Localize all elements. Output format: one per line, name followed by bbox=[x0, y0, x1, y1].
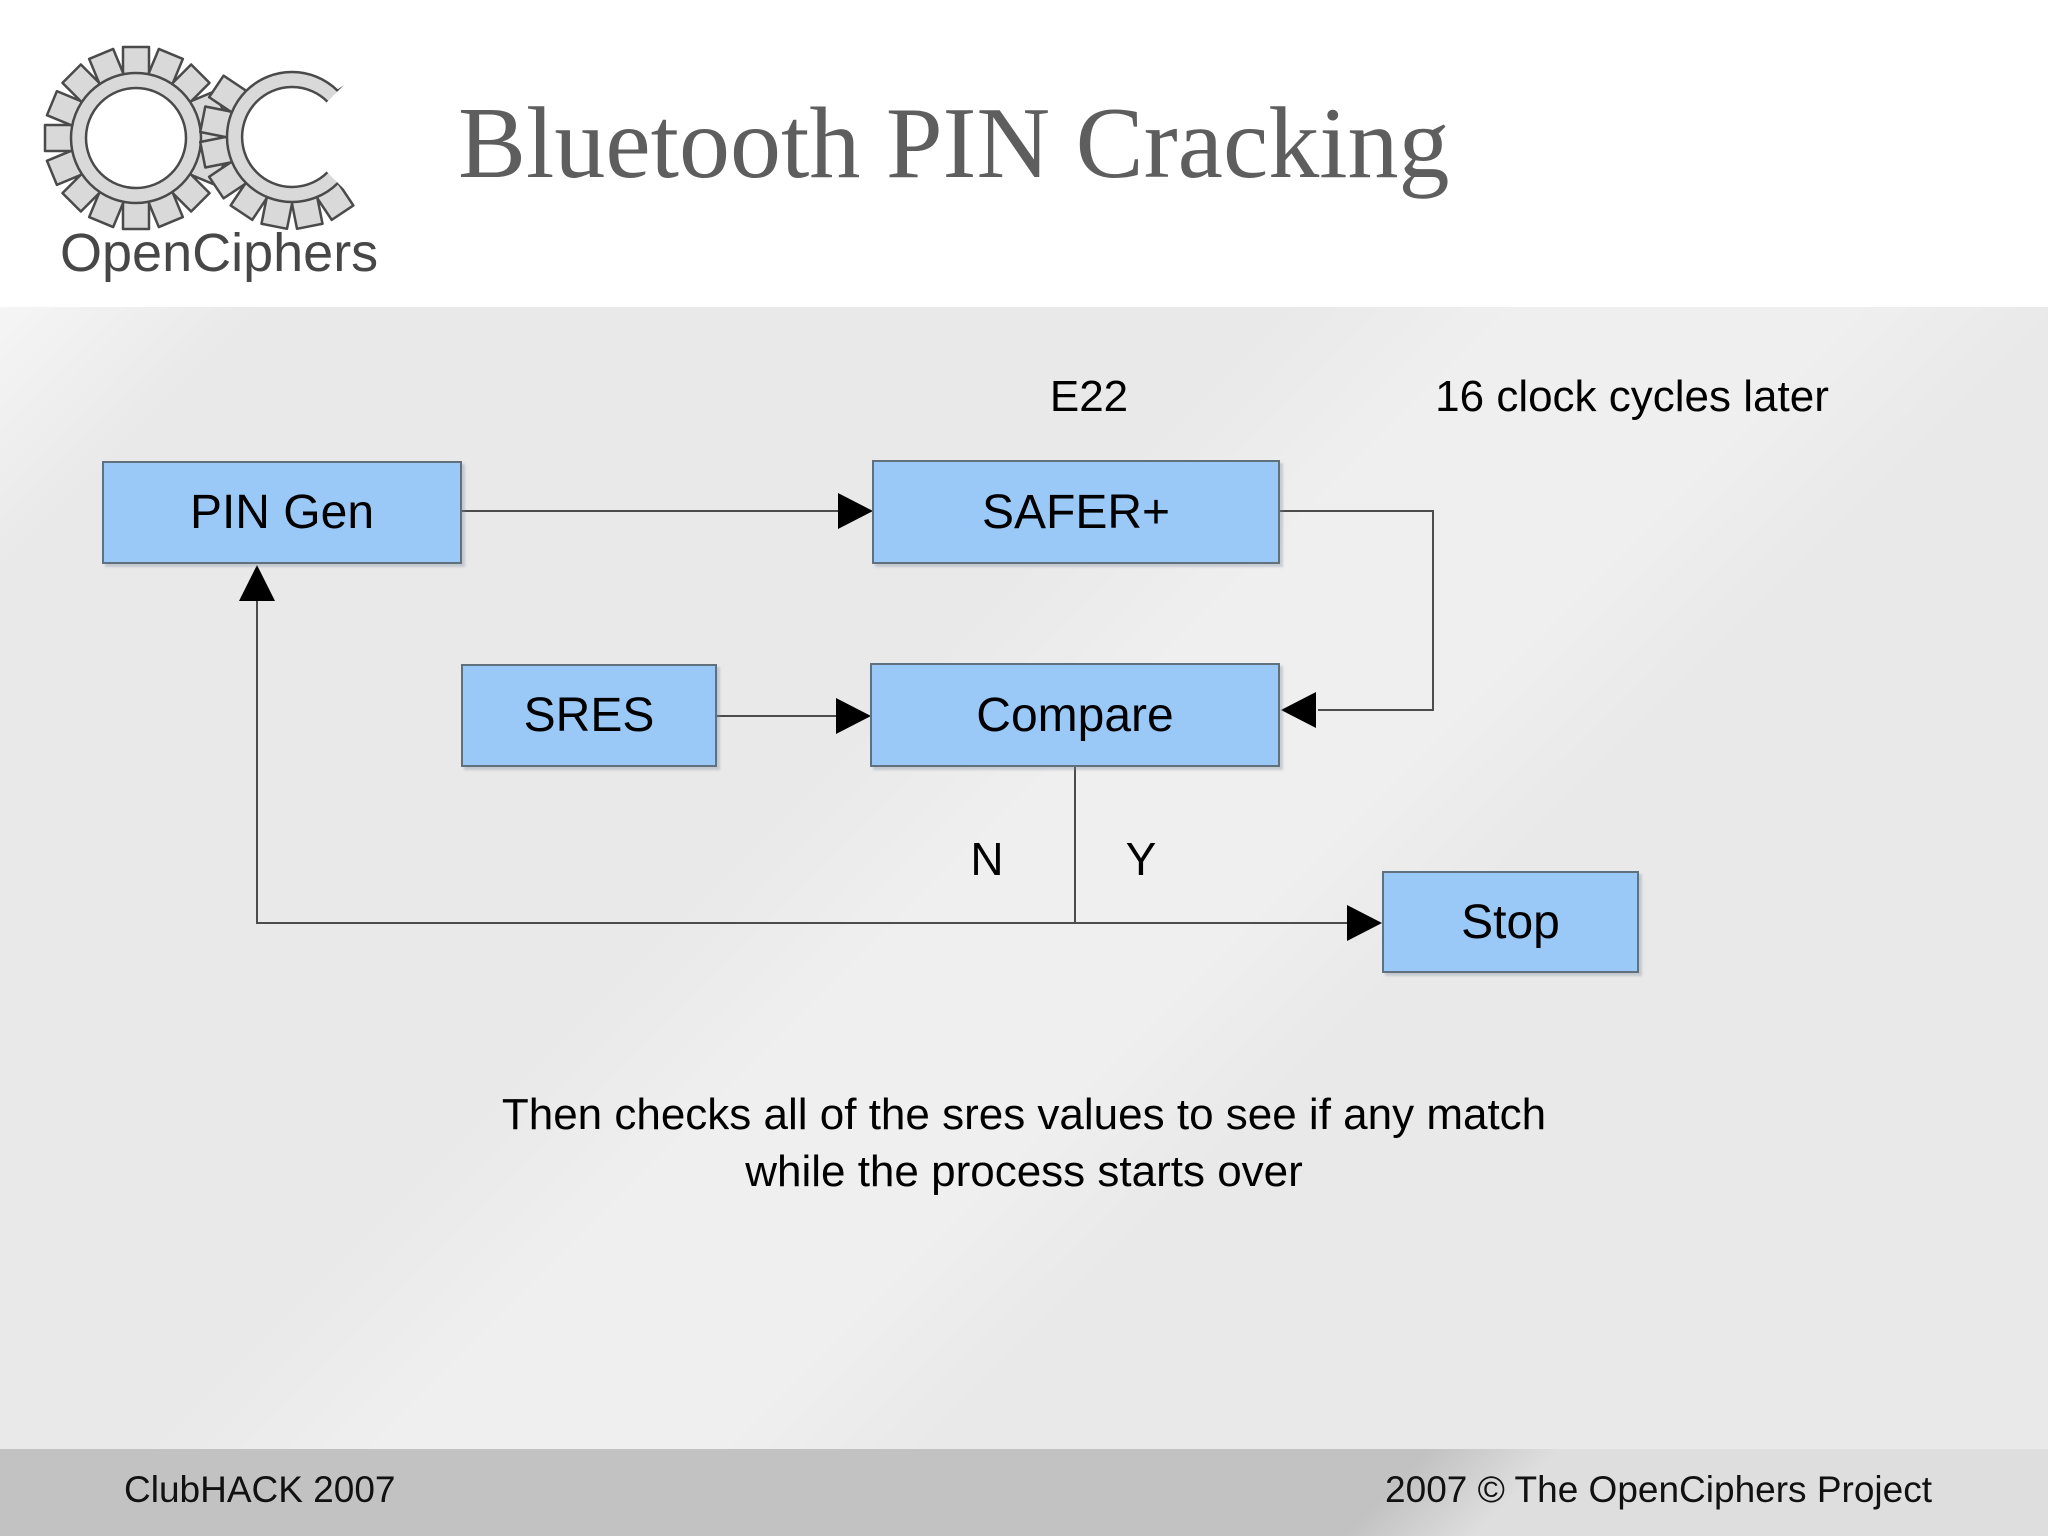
node-sres: SRES bbox=[461, 664, 717, 767]
footer-event: ClubHACK 2007 bbox=[124, 1469, 396, 1510]
logo-wordmark: OpenCiphers bbox=[60, 223, 379, 283]
node-pin-gen-label: PIN Gen bbox=[189, 486, 375, 539]
node-safer: SAFER+ bbox=[872, 460, 1280, 564]
footer-copyright: 2007 © The OpenCiphers Project bbox=[1385, 1469, 1932, 1510]
note-line-1: Then checks all of the sres values to se… bbox=[501, 1090, 1547, 1139]
node-stop: Stop bbox=[1382, 871, 1639, 973]
node-pin-gen: PIN Gen bbox=[102, 461, 462, 564]
label-branch-no: N bbox=[970, 833, 1004, 885]
label-branch-yes: Y bbox=[1125, 833, 1157, 885]
node-stop-label: Stop bbox=[1461, 895, 1560, 949]
footer-band: ClubHACK 2007 2007 © The OpenCiphers Pro… bbox=[0, 1449, 2048, 1536]
note-line-2: while the process starts over bbox=[745, 1147, 1303, 1196]
page-title: Bluetooth PIN Cracking bbox=[458, 87, 1450, 200]
node-sres-label: SRES bbox=[523, 689, 655, 742]
gear-o-icon bbox=[43, 45, 229, 231]
note-text: Then checks all of the sres values to se… bbox=[23, 1086, 2025, 1200]
node-compare-label: Compare bbox=[976, 688, 1174, 742]
gear-c-icon bbox=[198, 52, 380, 231]
label-16-clock-cycles: 16 clock cycles later bbox=[1435, 372, 1829, 421]
node-safer-label: SAFER+ bbox=[981, 485, 1171, 539]
footer-streak bbox=[0, 1449, 2048, 1536]
openciphers-gears-logo bbox=[43, 45, 380, 231]
label-e22: E22 bbox=[1049, 372, 1129, 421]
node-compare: Compare bbox=[870, 663, 1280, 767]
